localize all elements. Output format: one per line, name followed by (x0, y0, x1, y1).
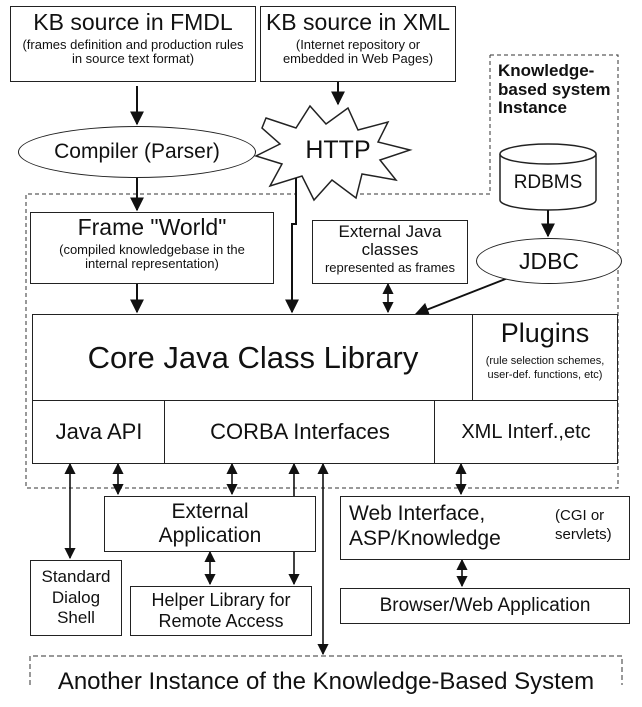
plugins-title: Plugins (500, 318, 590, 348)
http-label: HTTP (305, 136, 371, 164)
compiler-label: Compiler (Parser) (54, 140, 220, 163)
kb-xml-box: KB source in XML (Internet repository or… (260, 6, 456, 82)
frame-world-box: Frame "World" (compiled knowledgebase in… (30, 212, 274, 284)
another-instance-label: Another Instance of the Knowledge-Based … (57, 668, 595, 695)
jdbc-ellipse: JDBC (476, 238, 622, 284)
kb-xml-title: KB source in XML (265, 9, 451, 35)
xml-interface-box: XML Interf.,etc (434, 400, 618, 464)
xml-interface-label: XML Interf.,etc (461, 420, 591, 443)
frame-world-subtitle: (compiled knowledgebase in the internal … (59, 242, 245, 271)
frame-world-title: Frame "World" (77, 214, 227, 240)
web-interface-note: (CGI or servlets) (555, 507, 612, 543)
browser-app-label: Browser/Web Application (379, 595, 591, 616)
web-interface-box: Web Interface, ASP/Knowledge (CGI or ser… (340, 496, 630, 560)
web-interface-title: Web Interface, ASP/Knowledge (349, 502, 501, 551)
kb-fmdl-box: KB source in FMDL (frames definition and… (10, 6, 256, 82)
standard-dialog-label: Standard Dialog Shell (41, 567, 111, 628)
compiler-ellipse: Compiler (Parser) (18, 126, 256, 178)
kb-fmdl-subtitle: (frames definition and production rules … (22, 37, 244, 66)
arrow-http-core (285, 178, 299, 314)
another-instance-boundary (29, 655, 623, 685)
kb-fmdl-title: KB source in FMDL (33, 9, 233, 35)
corba-box: CORBA Interfaces (164, 400, 436, 464)
external-app-label: External Application (158, 499, 262, 547)
helper-library-box: Helper Library for Remote Access (130, 586, 312, 636)
java-api-box: Java API (32, 400, 166, 464)
plugins-box: Plugins (rule selection schemes, user-de… (472, 314, 618, 402)
rdbms-cylinder (499, 143, 597, 211)
jdbc-label: JDBC (518, 247, 580, 274)
core-library-label: Core Java Class Library (87, 340, 419, 375)
external-java-title: External Java classes (338, 222, 442, 259)
kb-xml-subtitle: (Internet repository or embedded in Web … (282, 37, 434, 66)
core-library-box: Core Java Class Library (32, 314, 474, 402)
instance-label: Knowledge-based system Instance (498, 61, 611, 118)
java-api-label: Java API (55, 419, 143, 444)
browser-app-box: Browser/Web Application (340, 588, 630, 624)
http-burst (253, 104, 413, 202)
external-java-box: External Java classes represented as fra… (312, 220, 468, 284)
arrow-jdbc-core (414, 277, 509, 316)
plugins-subtitle: (rule selection schemes, user-def. funct… (485, 355, 605, 381)
external-app-box: External Application (104, 496, 316, 552)
corba-label: CORBA Interfaces (210, 419, 390, 444)
external-java-subtitle: represented as frames (324, 259, 456, 275)
rdbms-label: RDBMS (513, 172, 583, 193)
standard-dialog-box: Standard Dialog Shell (30, 560, 122, 636)
helper-library-label: Helper Library for Remote Access (151, 590, 291, 631)
